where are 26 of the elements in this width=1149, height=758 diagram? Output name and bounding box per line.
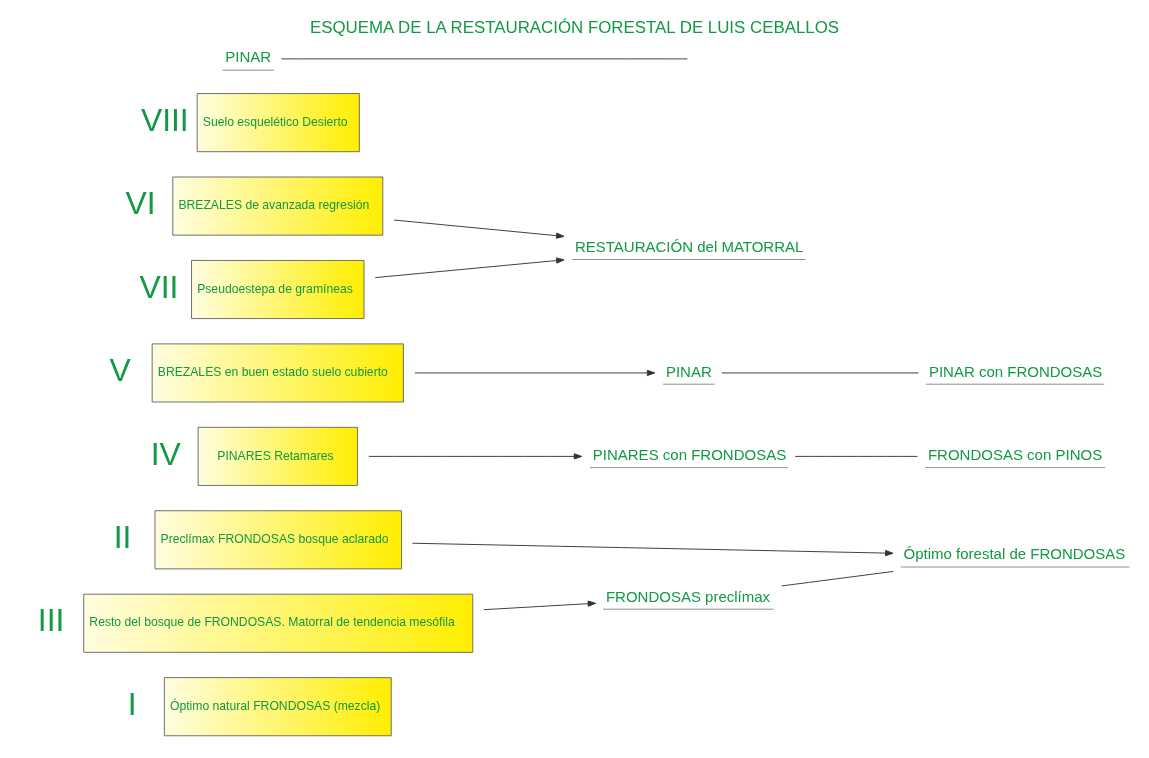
arrow bbox=[483, 600, 597, 610]
node-label: IV bbox=[150, 435, 181, 472]
node-label: II bbox=[113, 518, 132, 555]
node-text: PINAR con FRONDOSAS bbox=[928, 362, 1103, 379]
connector bbox=[794, 455, 918, 457]
connector bbox=[280, 57, 688, 59]
arrow bbox=[374, 256, 565, 278]
diagram-title: ESQUEMA DE LA RESTAURACIÓN FORESTAL DE LUIS CEBALLOS bbox=[309, 17, 840, 37]
node-label: I bbox=[127, 685, 137, 722]
node-label: V bbox=[109, 351, 131, 388]
arrow bbox=[414, 369, 656, 376]
node-text: PINAR bbox=[665, 362, 712, 379]
connector bbox=[781, 570, 894, 586]
node-label: VII bbox=[139, 268, 179, 305]
arrow bbox=[393, 219, 565, 239]
node-text: FRONDOSAS preclímax bbox=[605, 587, 771, 604]
node-text: PINARES con FRONDOSAS bbox=[592, 445, 787, 463]
node-label: VI bbox=[125, 184, 156, 221]
node-text: Óptimo forestal de FRONDOSAS bbox=[903, 544, 1126, 562]
node-text: RESTAURACIÓN del MATORRAL bbox=[574, 237, 804, 255]
node-text: PINAR bbox=[225, 47, 272, 65]
arrow bbox=[412, 542, 894, 556]
arrow bbox=[368, 452, 583, 459]
node-text: FRONDOSAS con PINOS bbox=[927, 445, 1103, 463]
node-label: VIII bbox=[140, 101, 189, 138]
node-label: III bbox=[37, 601, 65, 638]
